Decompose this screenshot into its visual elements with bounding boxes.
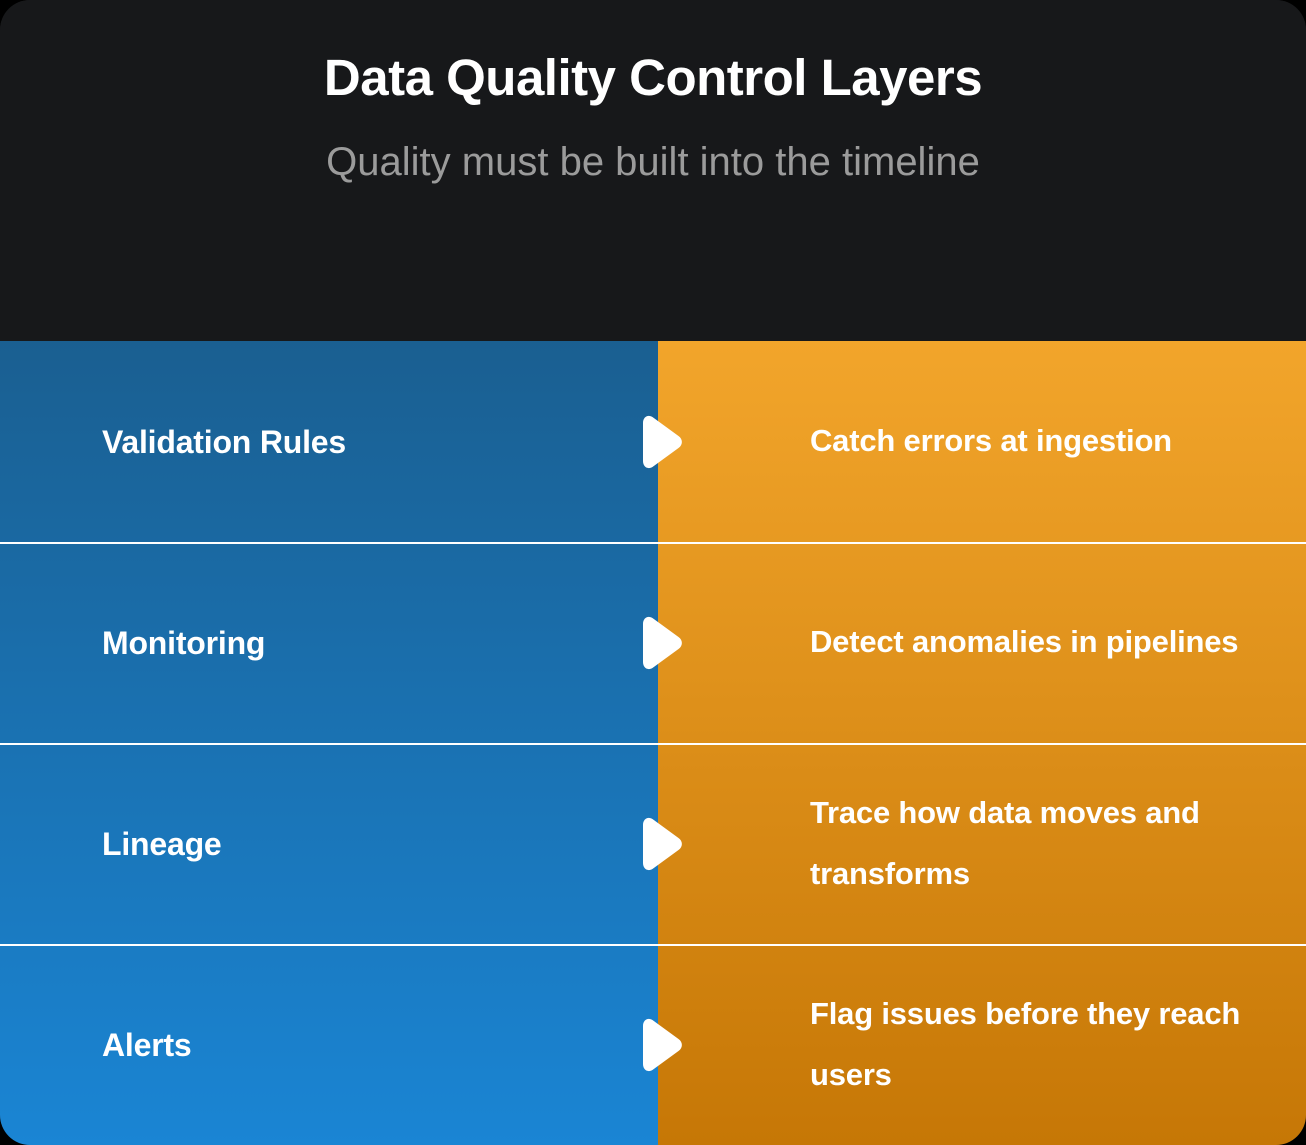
layer-name-label: Validation Rules	[102, 423, 346, 460]
layer-description-label: Catch errors at ingestion	[810, 423, 1172, 459]
layer-name-pane: Monitoring	[0, 542, 658, 743]
list-item[interactable]: Alerts Flag issues before they reach use…	[0, 944, 1306, 1145]
layer-description-pane: Flag issues before they reach users	[658, 944, 1306, 1145]
list-item[interactable]: Validation Rules Catch errors at ingesti…	[0, 341, 1306, 542]
layer-name-label: Alerts	[102, 1026, 192, 1063]
layer-name-pane: Alerts	[0, 944, 658, 1145]
layers-list: Validation Rules Catch errors at ingesti…	[0, 341, 1306, 1145]
list-item[interactable]: Monitoring Detect anomalies in pipelines	[0, 542, 1306, 743]
layer-description-label: Detect anomalies in pipelines	[810, 624, 1239, 660]
layer-name-pane: Validation Rules	[0, 341, 658, 542]
layer-description-label: Flag issues before they reach users	[810, 996, 1241, 1092]
layer-name-label: Monitoring	[102, 624, 266, 661]
layer-description-pane: Detect anomalies in pipelines	[658, 542, 1306, 743]
list-item[interactable]: Lineage Trace how data moves and transfo…	[0, 743, 1306, 944]
layer-description-pane: Catch errors at ingestion	[658, 341, 1306, 542]
card-header: Data Quality Control Layers Quality must…	[0, 0, 1306, 341]
layer-name-pane: Lineage	[0, 743, 658, 944]
page-subtitle: Quality must be built into the timeline	[326, 140, 980, 185]
layer-description-label: Trace how data moves and transforms	[810, 795, 1200, 891]
page-title: Data Quality Control Layers	[323, 49, 983, 106]
layer-name-label: Lineage	[102, 825, 222, 862]
layer-description-pane: Trace how data moves and transforms	[658, 743, 1306, 944]
